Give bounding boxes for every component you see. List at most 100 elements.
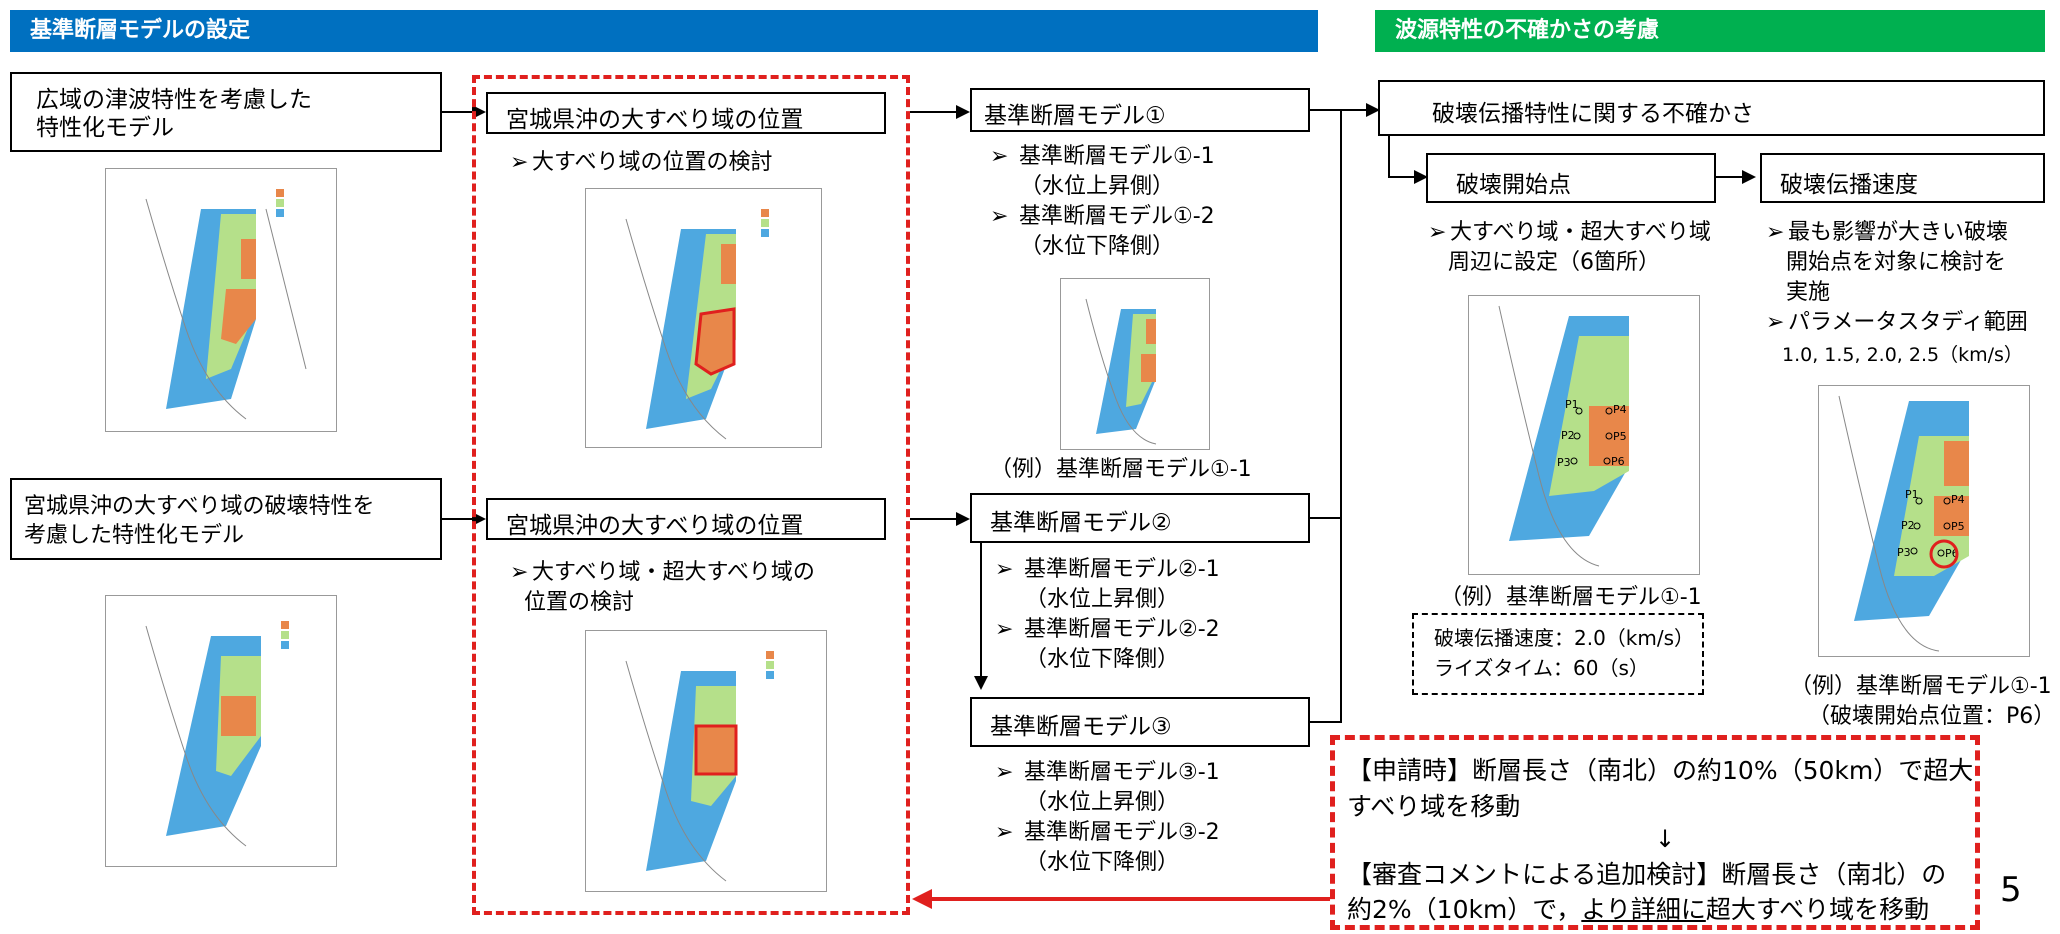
arrow-line-6 [1716, 176, 1744, 178]
map-col3 [1060, 278, 1210, 450]
box-miyagi-slip-position-2: 宮城県沖の大すべり域の位置 [486, 498, 886, 540]
box-standard-model-2: 基準断層モデル② [970, 493, 1310, 543]
arrow-head-5 [1366, 103, 1380, 117]
caption-col3: （例）基準断層モデル①-1 [990, 457, 1252, 482]
box-standard-model-1: 基準断層モデル① [970, 88, 1310, 132]
p4-col5: P4 [1951, 493, 1965, 506]
review-line-4: 約2%（10km）で，より詳細に超大すべり域を移動 [1347, 893, 1929, 927]
map-col2-top [585, 188, 822, 448]
note-col5-1a-text: 最も影響が大きい破壊 [1788, 220, 2009, 245]
p4-col4: P4 [1613, 403, 1627, 416]
arrow-line-1 [442, 111, 474, 113]
box-standard-model-3: 基準断層モデル③ [970, 697, 1310, 747]
box-miyagi-rupture-text-1: 宮城県沖の大すべり域の破壊特性を [24, 494, 375, 519]
m3a: ➢ 基準断層モデル③-1 [995, 760, 1220, 785]
note-col2-2: ➢大すべり域・超大すべり域の [510, 560, 815, 585]
box-rupture-uncertainty: 破壊伝播特性に関する不確かさ [1378, 80, 2045, 136]
note-col5-1a: ➢最も影響が大きい破壊 [1766, 220, 2009, 245]
red-dashed-frame-col2 [472, 75, 910, 915]
p3-col5: P3 [1897, 546, 1911, 559]
note-col2-2b: 位置の検討 [524, 590, 635, 615]
arrow-line-2 [442, 518, 474, 520]
note-col5-1b: 開始点を対象に検討を [1786, 250, 2007, 275]
arrow-head-6 [1414, 170, 1428, 184]
m2a-text: 基準断層モデル②-1 [1024, 557, 1220, 582]
box-wide-tsunami-text-1: 広域の津波特性を考慮した [36, 87, 312, 113]
p5-col4: P5 [1613, 430, 1627, 443]
arrow-line-4 [910, 518, 960, 520]
note-col4-b: 周辺に設定（6箇所） [1448, 250, 1660, 275]
conn-h2 [1310, 517, 1342, 519]
conn-h5 [1388, 176, 1416, 178]
map-col4-svg: P1 P2 P3 P4 P5 P6 [1498, 305, 1629, 567]
review-line-4b: より詳細に [1581, 895, 1706, 924]
arrow-line-3 [910, 111, 960, 113]
m3a-sub: （水位上昇側） [1025, 790, 1180, 815]
param-1: 破壊伝播速度：2.0（km/s） [1434, 626, 1695, 650]
m3b: ➢ 基準断層モデル③-2 [995, 820, 1220, 845]
box-miyagi-rupture-model: 宮城県沖の大すべり域の破壊特性を 考慮した特性化モデル [10, 478, 442, 560]
conn-h1 [1310, 109, 1342, 111]
param-box: 破壊伝播速度：2.0（km/s） ライズタイム：60（s） [1412, 613, 1704, 695]
box-miyagi-rupture-text-2: 考慮した特性化モデル [24, 523, 245, 548]
map-col1-top-svg [145, 189, 307, 420]
note-col5-2: ➢パラメータスタディ範囲 [1766, 310, 2028, 335]
m2a: ➢ 基準断層モデル②-1 [995, 557, 1220, 582]
note-col5-3: 1.0, 1.5, 2.0, 2.5（km/s） [1782, 344, 2023, 366]
m3b-sub: （水位下降側） [1025, 850, 1180, 875]
arrow-head-7 [1742, 170, 1756, 184]
map-col2-bottom-svg [625, 651, 774, 882]
map-col2-bottom [585, 630, 827, 892]
review-arrow: ↓ [1655, 825, 1676, 853]
vline-col3 [980, 543, 982, 678]
conn-v [1340, 109, 1342, 723]
header-right: 波源特性の不確かさの考慮 [1375, 10, 2045, 52]
m2b: ➢ 基準断層モデル②-2 [995, 617, 1220, 642]
m1a: ➢ 基準断層モデル①-1 [990, 144, 1215, 169]
arrow-head-3 [956, 105, 970, 119]
red-arrow-head [912, 889, 932, 909]
box-wide-tsunami-model: 広域の津波特性を考慮した 特性化モデル [10, 72, 442, 152]
review-box: 【申請時】断層長さ（南北）の約10%（50km）で超大 すべり域を移動 ↓ 【審… [1330, 735, 1980, 930]
conn-h3 [1310, 721, 1342, 723]
box-rupture-speed: 破壊伝播速度 [1760, 153, 2045, 203]
m2b-sub: （水位下降側） [1025, 647, 1180, 672]
map-col2-top-svg [625, 209, 769, 440]
review-line-1: 【申請時】断層長さ（南北）の約10%（50km）で超大 [1347, 756, 1974, 785]
red-arrow-line [930, 897, 1330, 901]
note-col2-1: ➢大すべり域の位置の検討 [510, 150, 773, 175]
p6-col4: P6 [1611, 455, 1625, 468]
m1b-text: 基準断層モデル①-2 [1019, 204, 1215, 229]
map-col1-top [105, 168, 337, 432]
map-col5-svg: P1 P2 P3 P4 P5 P6 [1838, 395, 1969, 652]
map-col4: P1 P2 P3 P4 P5 P6 [1468, 295, 1700, 575]
caption-col5-2: （破壊開始点位置：P6） [1808, 704, 2056, 729]
p2-col4: P2 [1561, 429, 1575, 442]
conn-v2 [1388, 136, 1390, 178]
m1b-sub: （水位下降側） [1020, 234, 1175, 259]
p2-col5: P2 [1901, 519, 1915, 532]
note-col4-a: ➢大すべり域・超大すべり域 [1428, 220, 1711, 245]
m3a-text: 基準断層モデル③-1 [1024, 760, 1220, 785]
note-col2-1-text: 大すべり域の位置の検討 [532, 150, 773, 175]
m3b-text: 基準断層モデル③-2 [1024, 820, 1220, 845]
m1b: ➢ 基準断層モデル①-2 [990, 204, 1215, 229]
review-line-4c: 超大すべり域を移動 [1705, 895, 1930, 924]
box-rupture-start: 破壊開始点 [1426, 153, 1716, 203]
p1-col5: P1 [1905, 488, 1919, 501]
p1-col4: P1 [1565, 398, 1579, 411]
review-line-4a: 約2%（10km）で， [1347, 895, 1582, 924]
m2a-sub: （水位上昇側） [1025, 587, 1180, 612]
p3-col4: P3 [1557, 456, 1571, 469]
p5-col5: P5 [1951, 520, 1965, 533]
arrow-head-4 [956, 512, 970, 526]
map-col3-svg [1085, 298, 1157, 445]
param-2: ライズタイム：60（s） [1434, 656, 1649, 680]
page-number: 5 [2000, 870, 2022, 910]
note-col5-2-text: パラメータスタディ範囲 [1788, 310, 2028, 335]
header-left: 基準断層モデルの設定 [10, 10, 1318, 52]
map-col1-bottom [105, 595, 337, 867]
box-miyagi-slip-position-1: 宮城県沖の大すべり域の位置 [486, 92, 886, 134]
m1a-text: 基準断層モデル①-1 [1019, 144, 1215, 169]
box-wide-tsunami-text-2: 特性化モデル [36, 115, 174, 141]
